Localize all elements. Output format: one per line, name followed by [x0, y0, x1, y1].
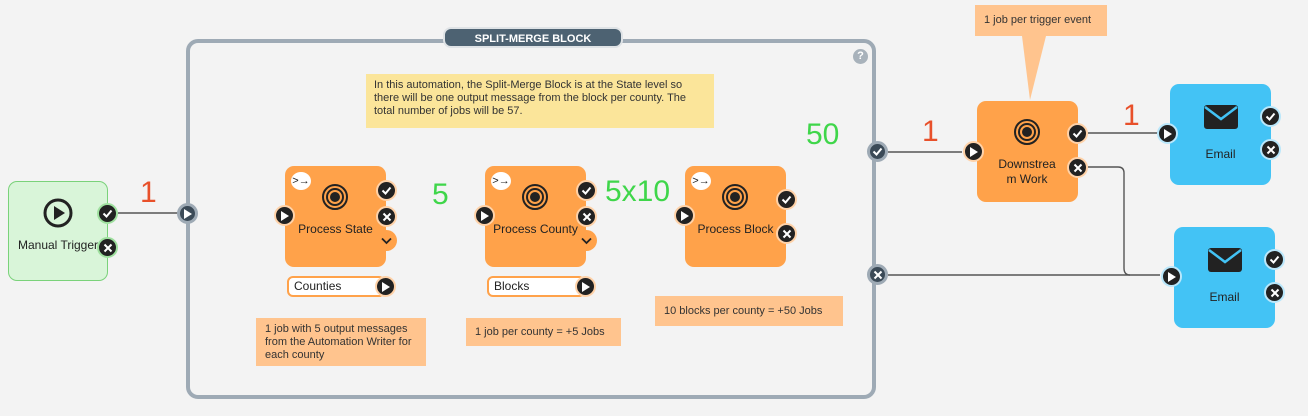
check-icon	[1265, 112, 1276, 121]
process-county-expand-toggle[interactable]	[576, 230, 597, 251]
play-icon	[681, 210, 689, 221]
blocks-input[interactable]: Blocks	[487, 276, 585, 297]
envelope-icon	[1208, 248, 1242, 272]
close-icon	[1073, 163, 1082, 172]
split-icon: >→	[691, 172, 711, 190]
manual-trigger-label: Manual Trigger	[17, 238, 99, 252]
email-top-node[interactable]: Email	[1170, 84, 1271, 185]
target-icon	[322, 184, 348, 210]
county-callout: 1 job per county = +5 Jobs	[466, 318, 621, 346]
target-icon	[1014, 119, 1040, 145]
email-bottom-node[interactable]: Email	[1174, 227, 1275, 328]
process-state-success-port[interactable]	[376, 180, 397, 201]
block-callout: 10 blocks per county = +50 Jobs	[655, 296, 843, 326]
close-icon	[103, 243, 112, 252]
email-bottom-failure-port[interactable]	[1264, 282, 1285, 303]
chevron-down-icon	[381, 237, 392, 244]
info-note: In this automation, the Split-Merge Bloc…	[366, 74, 714, 128]
count-after-trigger: 1	[140, 176, 157, 209]
split-icon: >→	[491, 172, 511, 190]
target-icon	[722, 184, 748, 210]
play-icon	[184, 208, 192, 219]
process-block-node[interactable]: >→ Process Block	[685, 166, 786, 267]
play-icon	[281, 210, 289, 221]
email-bottom-label: Email	[1209, 290, 1240, 304]
close-icon	[1270, 288, 1279, 297]
envelope-icon	[1204, 105, 1238, 129]
email-top-label: Email	[1205, 147, 1236, 161]
target-icon	[522, 184, 548, 210]
blocks-output-port[interactable]	[575, 276, 596, 297]
email-top-failure-port[interactable]	[1260, 139, 1281, 160]
counties-input[interactable]: Counties	[287, 276, 385, 297]
play-icon	[481, 210, 489, 221]
block-failure-exit-port[interactable]	[867, 264, 888, 285]
play-icon	[582, 281, 590, 292]
check-icon	[781, 195, 792, 204]
play-icon	[970, 146, 978, 157]
process-block-label: Process Block	[697, 222, 774, 236]
process-county-input-port[interactable]	[474, 205, 495, 226]
help-icon[interactable]: ?	[853, 49, 868, 64]
manual-trigger-node[interactable]: Manual Trigger	[8, 181, 108, 281]
count-after-block: 50	[806, 118, 840, 151]
process-county-node[interactable]: >→ Process County	[485, 166, 586, 267]
email-top-input-port[interactable]	[1157, 123, 1178, 144]
process-state-expand-toggle[interactable]	[376, 230, 397, 251]
check-icon	[1269, 255, 1280, 264]
close-icon	[1266, 145, 1275, 154]
process-block-input-port[interactable]	[674, 205, 695, 226]
state-callout: 1 job with 5 output messages from the Au…	[256, 318, 426, 366]
trigger-success-port[interactable]	[97, 203, 118, 224]
process-county-failure-port[interactable]	[576, 206, 597, 227]
process-county-label: Process County	[493, 222, 578, 236]
count-after-county: 5x10	[605, 175, 671, 208]
counties-output-port[interactable]	[375, 276, 396, 297]
callout-pointer-downstream	[1022, 36, 1046, 100]
split-merge-block-title: SPLIT-MERGE BLOCK	[443, 27, 623, 48]
process-county-success-port[interactable]	[576, 180, 597, 201]
wire-downstream-failure-to-email	[1088, 166, 1131, 276]
count-into-email: 1	[1123, 99, 1140, 132]
process-block-failure-port[interactable]	[776, 223, 797, 244]
check-icon	[381, 186, 392, 195]
downstream-work-failure-port[interactable]	[1067, 157, 1088, 178]
check-icon	[581, 186, 592, 195]
trigger-failure-port[interactable]	[97, 237, 118, 258]
close-icon	[382, 212, 391, 221]
close-icon	[782, 229, 791, 238]
chevron-down-icon	[581, 237, 592, 244]
check-icon	[1072, 129, 1083, 138]
email-bottom-input-port[interactable]	[1161, 266, 1182, 287]
close-icon	[873, 270, 882, 279]
play-icon	[382, 281, 390, 292]
block-success-exit-port[interactable]	[867, 141, 888, 162]
play-icon	[1168, 271, 1176, 282]
process-state-label: Process State	[298, 222, 373, 236]
count-into-downstream: 1	[922, 115, 939, 148]
email-bottom-success-port[interactable]	[1264, 249, 1285, 270]
check-icon	[102, 209, 113, 218]
process-state-node[interactable]: >→ Process State	[285, 166, 386, 267]
downstream-work-input-port[interactable]	[963, 141, 984, 162]
process-state-failure-port[interactable]	[376, 206, 397, 227]
close-icon	[582, 212, 591, 221]
count-after-state: 5	[432, 178, 449, 211]
check-icon	[872, 147, 883, 156]
email-top-success-port[interactable]	[1260, 106, 1281, 127]
downstream-work-success-port[interactable]	[1067, 123, 1088, 144]
info-note-text: In this automation, the Split-Merge Bloc…	[374, 79, 687, 117]
process-block-success-port[interactable]	[776, 189, 797, 210]
downstream-work-label: Downstrea m Work	[998, 157, 1056, 186]
block-input-port[interactable]	[177, 203, 198, 224]
play-circle-icon	[43, 198, 73, 228]
downstream-work-node[interactable]: Downstrea m Work	[977, 101, 1078, 202]
downstream-callout: 1 job per trigger event	[975, 5, 1107, 36]
split-icon: >→	[291, 172, 311, 190]
play-icon	[1164, 128, 1172, 139]
process-state-input-port[interactable]	[274, 205, 295, 226]
